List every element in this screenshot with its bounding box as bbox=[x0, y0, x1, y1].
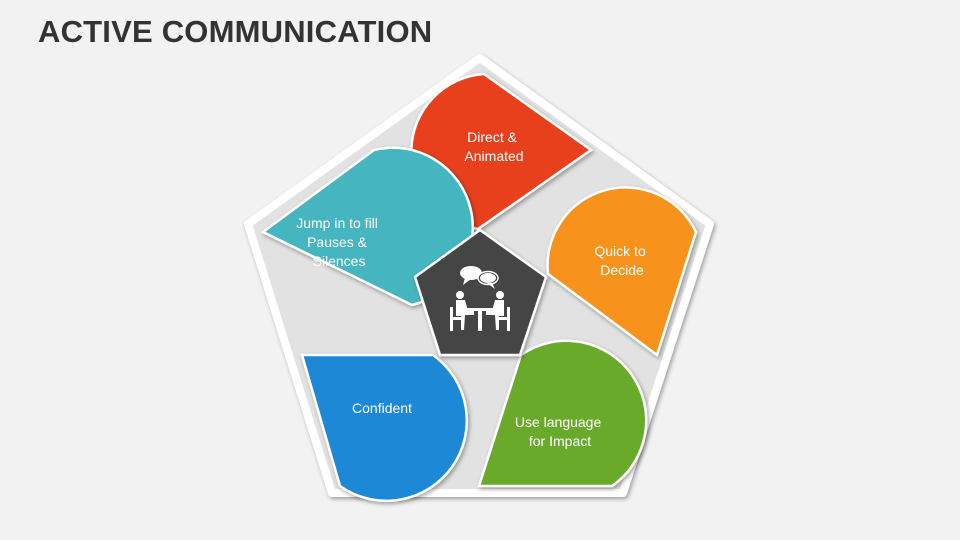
segment-label: Quick to Decide bbox=[594, 243, 649, 278]
segment-label-line: Decide bbox=[600, 262, 644, 278]
segment-label-line: Pauses & bbox=[307, 234, 368, 250]
segment-label-line: Jump in to fill bbox=[296, 215, 378, 231]
center-pentagon bbox=[413, 228, 548, 357]
segment-shape bbox=[546, 186, 698, 358]
meeting-conversation-icon bbox=[450, 266, 510, 331]
segment-label-line: Quick to bbox=[594, 243, 646, 259]
segment-label-line: for Impact bbox=[529, 433, 591, 449]
segment-label: Jump in to fill Pauses & Silences bbox=[296, 215, 382, 269]
segment-quick-to-decide: Quick to Decide bbox=[546, 186, 698, 358]
segment-shape bbox=[477, 339, 648, 488]
segment-label-line: Silences bbox=[313, 253, 366, 269]
segment-label: Confident bbox=[352, 400, 412, 416]
segment-label-line: Animated bbox=[464, 148, 523, 164]
segment-shape bbox=[300, 353, 469, 503]
page-title: ACTIVE COMMUNICATION bbox=[38, 14, 433, 49]
segment-label-line: Direct & bbox=[467, 129, 517, 145]
segment-label-line: Use language bbox=[515, 414, 602, 430]
segment-label: Use language for Impact bbox=[515, 414, 605, 449]
segment-confident: Confident bbox=[300, 353, 469, 503]
segment-label: Direct & Animated bbox=[464, 129, 523, 164]
segment-use-language-for-impact: Use language for Impact bbox=[477, 339, 648, 488]
segment-label-line: Confident bbox=[352, 400, 412, 416]
